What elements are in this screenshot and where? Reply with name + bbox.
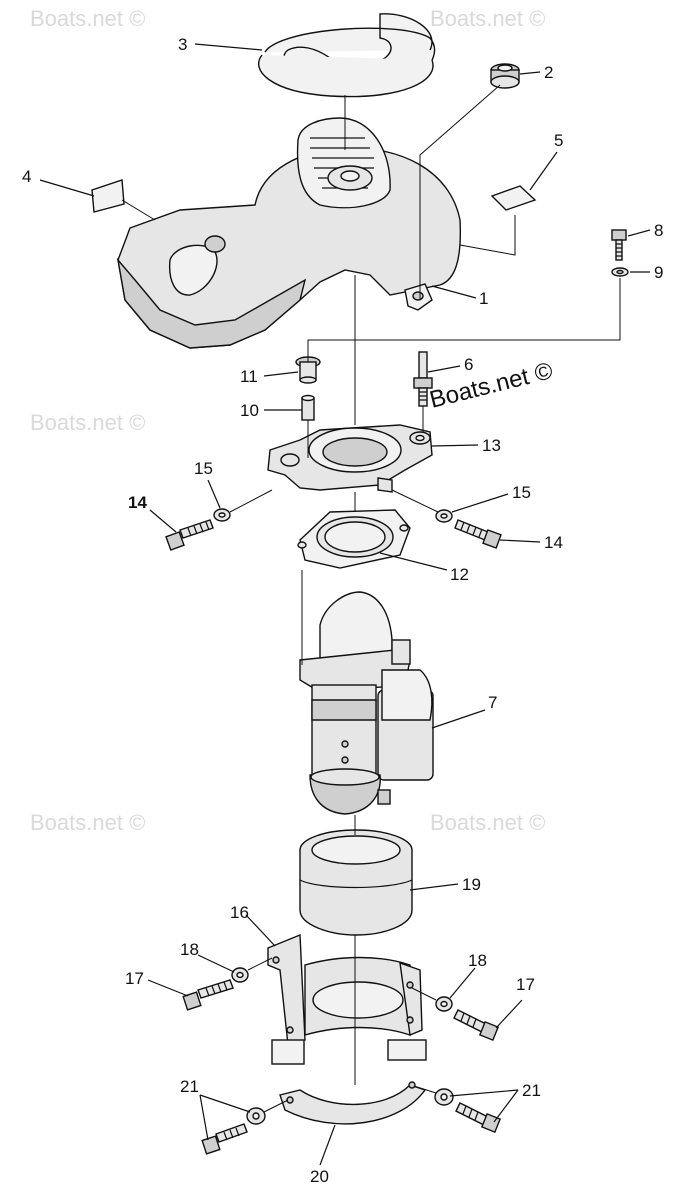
callout-2: 2 xyxy=(544,63,553,82)
watermark: Boats.net © xyxy=(30,6,145,31)
callout-8: 8 xyxy=(654,221,663,240)
part-21-bolt-right[interactable] xyxy=(455,1102,502,1134)
callout-1: 1 xyxy=(479,289,488,308)
part-7-starter-motor[interactable] xyxy=(299,591,434,815)
callout-11: 11 xyxy=(240,367,258,386)
part-1-flywheel-cover[interactable] xyxy=(116,117,462,349)
callout-20: 20 xyxy=(310,1167,329,1186)
part-10-sleeve[interactable] xyxy=(301,394,315,421)
part-20-strap[interactable] xyxy=(279,1081,427,1125)
watermark: Boats.net © xyxy=(430,810,545,835)
watermark: Boats.net © xyxy=(30,410,145,435)
part-6-stud[interactable] xyxy=(413,351,433,407)
part-16-clamp-bracket[interactable] xyxy=(267,933,427,1065)
callout-7: 7 xyxy=(488,693,497,712)
callout-3: 3 xyxy=(178,35,187,54)
callout-14-left: 14 xyxy=(128,493,147,512)
callout-15-left: 15 xyxy=(194,459,213,478)
part-14-bolt-left[interactable] xyxy=(165,519,214,551)
part-21-washer-right[interactable] xyxy=(434,1088,454,1106)
part-3-gasket[interactable] xyxy=(257,13,436,98)
callout-12: 12 xyxy=(450,565,469,584)
watermark-main: Boats.net © xyxy=(427,357,556,414)
part-15-washer-left[interactable] xyxy=(213,508,231,522)
part-8-bolt[interactable] xyxy=(611,229,627,261)
part-18-washer-right[interactable] xyxy=(435,996,453,1012)
watermark: Boats.net © xyxy=(430,6,545,31)
callout-17-right: 17 xyxy=(516,975,535,994)
leader-lines xyxy=(39,43,651,1166)
part-19-foam-sleeve[interactable] xyxy=(299,829,413,936)
part-17-bolt-left[interactable] xyxy=(182,979,234,1011)
callout-13: 13 xyxy=(482,436,501,455)
watermark: Boats.net © xyxy=(30,810,145,835)
callout-14-right: 14 xyxy=(544,533,563,552)
callout-18-left: 18 xyxy=(180,940,199,959)
callout-21-left: 21 xyxy=(180,1077,199,1096)
part-21-bolt-left[interactable] xyxy=(201,1123,248,1155)
watermark-group: Boats.net © Boats.net © Boats.net © Boat… xyxy=(30,6,545,835)
part-13-starter-bracket[interactable] xyxy=(267,424,433,493)
part-12-gasket[interactable] xyxy=(297,509,411,569)
callout-labels: 3 2 4 5 1 6 7 8 9 10 11 12 13 14 14 15 1… xyxy=(22,35,663,1186)
part-5-decal[interactable] xyxy=(490,185,537,211)
part-9-washer[interactable] xyxy=(611,267,629,277)
assembly-lines xyxy=(121,84,621,1113)
callout-19: 19 xyxy=(462,875,481,894)
callout-9: 9 xyxy=(654,263,663,282)
callout-15-right: 15 xyxy=(512,483,531,502)
part-17-bolt-right[interactable] xyxy=(453,1009,500,1042)
callout-5: 5 xyxy=(554,131,563,150)
part-18-washer-left[interactable] xyxy=(231,967,249,983)
callout-18-right: 18 xyxy=(468,951,487,970)
callout-17-left: 17 xyxy=(125,969,144,988)
part-15-washer-right[interactable] xyxy=(435,509,453,523)
callout-4: 4 xyxy=(22,167,31,186)
callout-10: 10 xyxy=(240,401,259,420)
callout-21-right: 21 xyxy=(522,1081,541,1100)
part-21-washer-left[interactable] xyxy=(246,1107,266,1125)
part-14-bolt-right[interactable] xyxy=(454,519,502,549)
callout-16: 16 xyxy=(230,903,249,922)
part-4-decal[interactable] xyxy=(91,179,125,213)
callout-6: 6 xyxy=(464,355,473,374)
part-2-grommet[interactable] xyxy=(490,63,520,89)
